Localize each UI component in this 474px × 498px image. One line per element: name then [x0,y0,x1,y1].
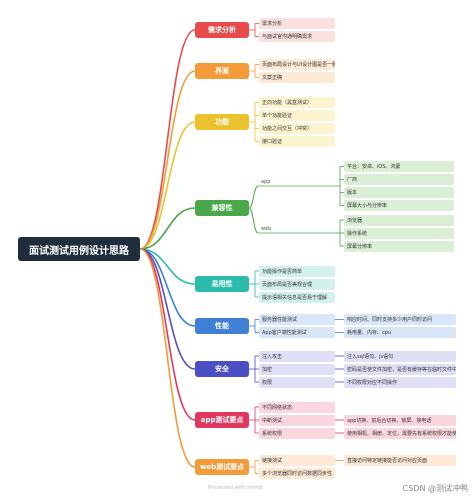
leaf-node[interactable]: 响应时间、同时支持多少用户同时访问 [344,314,456,325]
leaf-node[interactable]: 提示语相关信息是否易于理解 [259,291,335,303]
branch-connector [139,29,196,250]
leaf-node[interactable]: 系统权限 [259,427,335,439]
sub-category-label: web [261,226,272,232]
leaf-node[interactable]: 直接访问特定链接能否访问对应页面 [344,455,456,466]
leaf-node[interactable]: 需求分析 [259,18,335,29]
leaf-node[interactable]: 注入攻击 [259,350,335,362]
category-node[interactable]: 易用性 [195,276,249,292]
branch-connector [139,248,196,285]
leaf-node[interactable]: 不同权限对应不同操作 [344,376,456,388]
leaf-node[interactable]: 厂商 [344,174,454,185]
leaf-node[interactable]: 服务器性能测试 [259,314,335,325]
root-node[interactable]: 面试测试用例设计思路 [18,237,140,261]
branch-connector [139,248,196,327]
leaf-node[interactable]: 使用相机、相册、定位，需要先有系统权限才能使用 [344,427,456,439]
leaf-node[interactable]: 权限 [259,376,335,388]
leaf-node[interactable]: 与面试官沟通明确需求 [259,31,335,42]
leaf-node[interactable]: 页面布局设计与UI设计图是否一致 [259,59,335,70]
leaf-node[interactable]: 正向功能（黑盒测试） [259,97,335,108]
category-node[interactable]: 需求分析 [195,22,249,38]
csdn-watermark: CSDN @测试冲鸭 [402,484,468,493]
sub-connector [248,185,259,209]
branch-connector [139,70,196,250]
leaf-node[interactable]: 接口验证 [259,136,335,147]
branch-connector [139,248,196,370]
category-node[interactable]: 功能 [195,114,249,130]
category-node[interactable]: 安全 [195,361,249,377]
leaf-node[interactable]: 多个浏览器同时访问数据同步性 [259,468,335,479]
category-node[interactable]: 性能 [195,318,249,334]
leaf-node[interactable]: App客户端性能测试 [259,327,335,338]
category-node[interactable]: web测试要点 [195,459,249,475]
branch-connector [139,207,196,250]
branch-connector [139,248,196,468]
leaf-node[interactable]: 页面布局是否美观合理 [259,278,335,290]
leaf-node[interactable]: 不同网络状态 [259,401,335,413]
leaf-node[interactable]: 密码是否使文件加密，是否有缓存等在临时文件中 [344,363,456,375]
category-node[interactable]: app测试要点 [195,412,249,428]
branch-connector [139,121,196,250]
category-node[interactable]: 界面 [195,63,249,79]
leaf-node[interactable]: 文案正确 [259,72,335,83]
leaf-node[interactable]: 链接测试 [259,455,335,466]
leaf-node[interactable]: 中断测试 [259,414,335,426]
leaf-node[interactable]: 浏览器 [344,214,454,226]
leaf-node[interactable]: 版本 [344,187,454,198]
leaf-node[interactable]: 屏幕分辨率 [344,240,454,252]
leaf-node[interactable]: 单个功能验证 [259,110,335,121]
xmind-credit: Presented with xmind [208,485,263,491]
sub-connector [248,207,259,234]
leaf-node[interactable]: 功能操作是否简单 [259,265,335,277]
leaf-node[interactable]: 屏幕大小与分辨率 [344,200,454,211]
sub-category-label: app [261,179,271,185]
branch-connector [139,248,196,421]
leaf-node[interactable]: 耗电量、内存、cpu [344,327,456,338]
leaf-node[interactable]: app切换、前后台切换、锁屏、接电话 [344,414,456,426]
leaf-node[interactable]: 功能之间交互（冲突） [259,123,335,134]
leaf-node[interactable]: 平台：安卓、iOS、鸿蒙 [344,161,454,172]
leaf-node[interactable]: 注入sql语句、js语句 [344,350,456,362]
leaf-node[interactable]: 加密 [259,363,335,375]
category-node[interactable]: 兼容性 [195,200,249,216]
leaf-node[interactable]: 操作系统 [344,227,454,239]
